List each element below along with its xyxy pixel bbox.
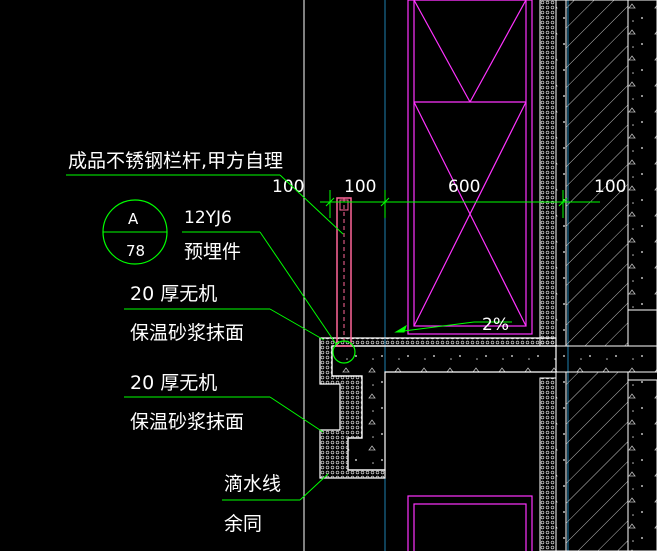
drip-note-line1: 滴水线 <box>224 473 281 495</box>
wall-column-lower <box>539 371 657 551</box>
dim-label-3: 600 <box>448 177 480 197</box>
embed-label: 预埋件 <box>184 241 241 263</box>
insulation-note-1-line1: 20 厚无机 <box>130 283 217 305</box>
insulation-note-2-line2: 保温砂浆抹面 <box>130 411 244 433</box>
slope-label: 2% <box>482 315 509 335</box>
leader-lines <box>66 174 344 501</box>
wall-column-upper <box>539 0 657 347</box>
dimension-line <box>320 190 600 218</box>
insulation-note-1-line2: 保温砂浆抹面 <box>130 322 244 344</box>
dim-label-4: 100 <box>594 177 626 197</box>
reference-number: 78 <box>126 242 145 260</box>
dim-label-2: 100 <box>344 177 376 197</box>
reference-letter: A <box>128 210 139 228</box>
railing-post <box>332 197 356 364</box>
drip-note-line2: 余同 <box>224 513 262 535</box>
dim-label-1: 100 <box>272 177 304 197</box>
slope-indicator <box>394 321 512 333</box>
railing-note: 成品不锈钢栏杆,甲方自理 <box>68 150 283 172</box>
window-frame-upper <box>407 0 533 335</box>
detail-reference-bubble <box>102 199 168 265</box>
insulation-note-2-line1: 20 厚无机 <box>130 372 217 394</box>
window-frame-lower <box>407 495 533 551</box>
slab-section <box>319 337 657 479</box>
embed-spec: 12YJ6 <box>184 208 232 228</box>
